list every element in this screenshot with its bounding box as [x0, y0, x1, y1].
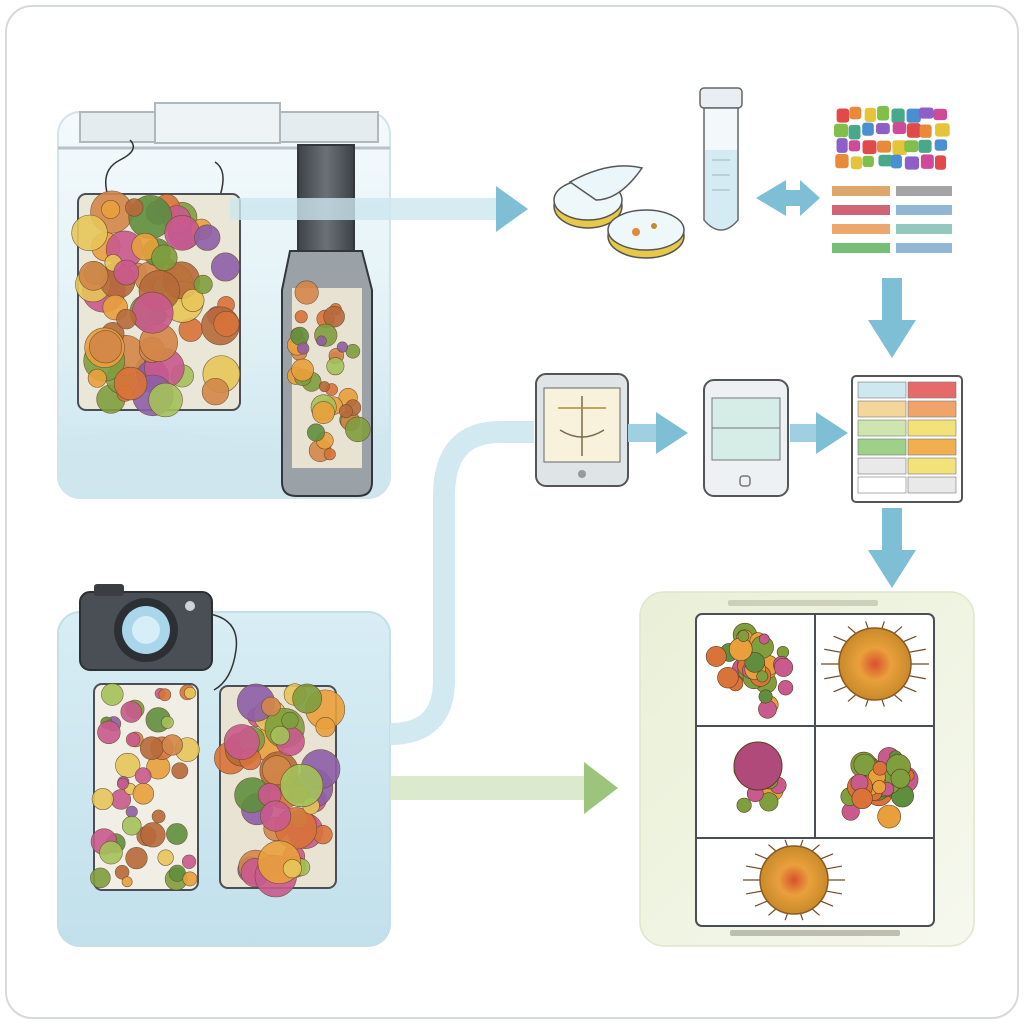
- arrow-palette-to-chart: [868, 278, 916, 358]
- color-palette-icon: [832, 106, 952, 253]
- phone-icon: [703, 379, 789, 497]
- arrow-tablet-to-phone: [628, 412, 688, 454]
- camera-icon: [79, 584, 213, 671]
- arrow-phone-to-chart: [790, 412, 848, 454]
- results-panel: [639, 591, 975, 947]
- tablet-icon: [535, 373, 629, 487]
- arrow-camera-to-results: [390, 762, 618, 814]
- arrow-tank-to-lab: [230, 186, 528, 232]
- camera-imaging-panel: [57, 584, 391, 947]
- color-chart-icon: [851, 375, 963, 503]
- connector-camera-to-tablet: [389, 421, 534, 745]
- arrow-chart-to-results: [868, 508, 916, 588]
- petri-dish-icon: [553, 165, 685, 259]
- double-arrow-icon: [756, 180, 820, 216]
- test-tube-icon: [699, 87, 743, 231]
- tank-sampling-panel: [57, 102, 391, 499]
